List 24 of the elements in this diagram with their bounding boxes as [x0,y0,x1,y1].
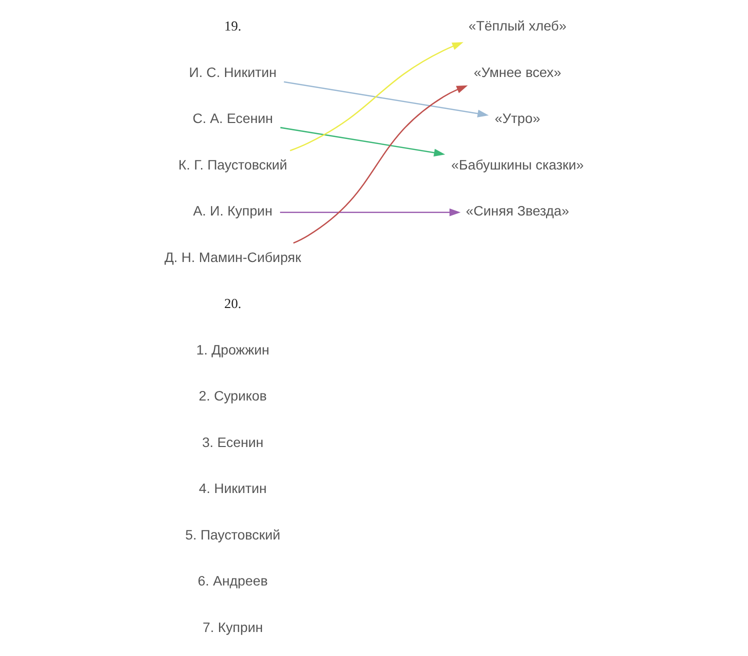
node-text: «Бабушкины сказки» [450,157,584,172]
node-text: Д. Н. Мамин-Сибиряк [164,250,301,265]
arrow [283,81,488,118]
label: 7. Куприн [202,620,262,635]
label: 5. Паустовский [184,527,280,542]
label: 19. [224,18,241,34]
label: 20. [224,296,241,312]
arrow [280,208,460,216]
node-text: «Умнее всех» [473,64,561,80]
label: 1. Дрожжин [196,342,269,358]
node-text: А. И. Куприн [192,204,272,219]
node-text: «Тёплый хлеб» [468,18,566,34]
label: 6. Андреев [197,574,268,589]
node-text: С. А. Есенин [192,111,272,126]
label: 3. Есенин [202,434,263,450]
node-text: К. Г. Паустовский [178,157,287,172]
label: 4. Никитин [198,481,266,496]
arrow [292,85,468,244]
arrow [289,42,463,152]
label: 2. Суриков [198,388,266,404]
node-text: «Синяя Звезда» [465,204,569,219]
node-text: «Утро» [494,111,540,126]
node-text: И. С. Никитин [188,64,276,80]
arrow [280,126,445,157]
